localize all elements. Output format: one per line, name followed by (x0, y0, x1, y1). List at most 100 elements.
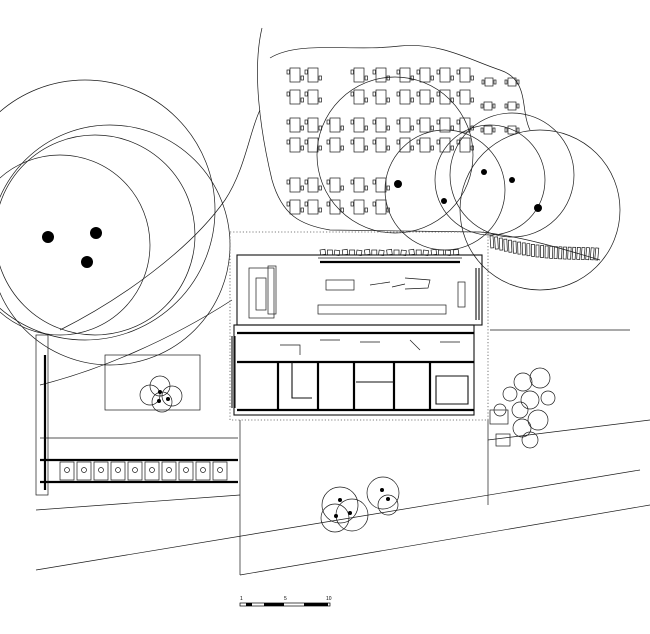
chair-symbol (481, 79, 485, 85)
chair-symbol (450, 97, 454, 103)
chair-symbol (386, 248, 393, 256)
table-symbol (307, 117, 319, 133)
table-symbol (329, 137, 341, 153)
chair-symbol (372, 179, 376, 185)
stepping-stone (571, 246, 577, 260)
table-symbol (375, 199, 387, 215)
chair-symbol (416, 69, 420, 75)
table-symbol (353, 177, 365, 193)
chair-symbol (410, 145, 414, 151)
table-symbol (289, 199, 301, 215)
toilet-stall (127, 461, 143, 481)
toilet-fixture (81, 467, 87, 473)
chair-symbol (400, 249, 407, 257)
chair-symbol (350, 201, 354, 207)
chair-symbol (386, 75, 390, 81)
chair-symbol (355, 249, 363, 257)
chair-symbol (304, 119, 308, 125)
chair-symbol (319, 248, 327, 256)
table-symbol (439, 67, 451, 83)
chair-symbol (300, 145, 304, 151)
chair-symbol (300, 97, 304, 103)
stepping-stone (531, 244, 535, 257)
table-symbol (459, 117, 471, 133)
chair-symbol (350, 179, 354, 185)
chair-symbol (430, 145, 434, 151)
chair-symbol (470, 125, 474, 131)
chair-symbol (372, 139, 376, 145)
table-symbol (289, 67, 301, 83)
chair-symbol (444, 249, 452, 257)
chair-symbol (350, 91, 354, 97)
chair-symbol (456, 139, 460, 145)
chair-symbol (416, 119, 420, 125)
scale-label-5: 5 (284, 596, 287, 602)
chair-symbol (364, 248, 371, 256)
chair-symbol (516, 79, 520, 85)
chair-symbol (300, 185, 304, 191)
main-building (229, 231, 489, 421)
stepping-stone (508, 239, 513, 253)
scale-bar: 1 5 10 (239, 596, 332, 607)
chair-symbol (364, 75, 368, 81)
table-symbol (375, 67, 387, 83)
chair-symbol (300, 207, 304, 213)
stepping-stone (494, 236, 499, 250)
chair-symbol (371, 249, 378, 256)
chair-symbol (318, 97, 322, 103)
chair-symbol (410, 125, 414, 131)
stepping-stone (594, 247, 600, 261)
table-symbol (507, 125, 517, 135)
chair-symbol (304, 139, 308, 145)
stepping-stone (540, 245, 544, 258)
toilet-fixture (200, 467, 206, 473)
chair-symbol (364, 207, 368, 213)
table-symbol (483, 125, 493, 135)
chair-symbol (456, 91, 460, 97)
chair-symbol (318, 125, 322, 131)
toilet-stalls (59, 461, 228, 481)
stepping-stone (549, 245, 554, 259)
stepping-stone (589, 247, 595, 261)
table-symbol (353, 137, 365, 153)
toilet-stall (76, 461, 92, 481)
chair-symbol (327, 249, 333, 256)
chair-symbol (386, 97, 390, 103)
stepping-stone (558, 246, 563, 260)
chair-symbol (456, 119, 460, 125)
chair-symbol (286, 91, 290, 97)
chair-symbol (470, 97, 474, 103)
toilet-stall (59, 461, 75, 481)
toilet-fixture (132, 467, 138, 473)
chair-symbol (326, 139, 330, 145)
chair-symbol (430, 75, 434, 81)
chair-symbol (430, 97, 434, 103)
chair-symbol (450, 125, 454, 131)
chair-symbol (504, 103, 508, 109)
chair-symbol (318, 207, 322, 213)
chair-symbol (304, 179, 308, 185)
table-symbol (353, 117, 365, 133)
chair-symbol (350, 69, 354, 75)
table-symbol (329, 199, 341, 215)
chair-symbol (349, 249, 355, 256)
table-symbol (399, 137, 411, 153)
chair-symbol (340, 125, 344, 131)
toilet-stall (144, 461, 160, 481)
table-symbol (459, 137, 471, 153)
table-symbol (419, 117, 431, 133)
shrubs-east (489, 367, 556, 449)
table-symbol (289, 117, 301, 133)
table-symbol (439, 89, 451, 105)
chair-symbol (456, 69, 460, 75)
stepping-stone (489, 235, 495, 249)
chair-symbol (493, 79, 497, 85)
chair-symbol (504, 79, 508, 85)
scale-label-10: 10 (326, 596, 332, 602)
table-symbol (439, 137, 451, 153)
toilet-fixture (115, 467, 121, 473)
toilet-stall (161, 461, 177, 481)
table-symbol (375, 137, 387, 153)
table-symbol (507, 101, 517, 111)
